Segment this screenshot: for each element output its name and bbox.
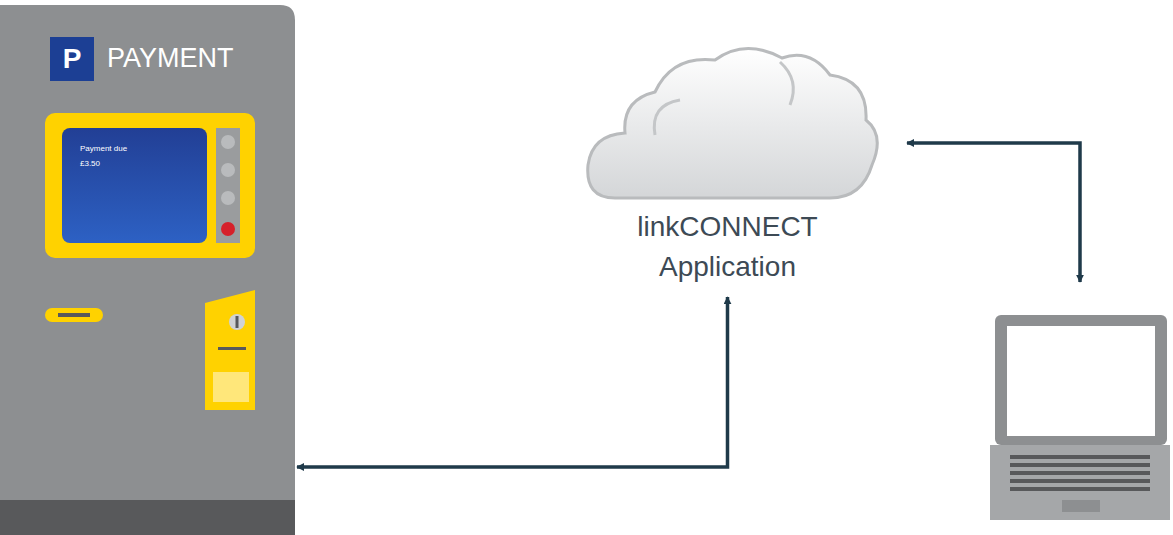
cloud-icon xyxy=(588,48,878,198)
machine-title: PAYMENT xyxy=(107,43,234,74)
screen-text: Payment due xyxy=(62,128,207,153)
badge-letter: P xyxy=(50,43,94,75)
payment-machine xyxy=(0,5,295,535)
connector-arrow xyxy=(297,297,728,467)
node-label: linkCONNECT Application xyxy=(628,207,828,287)
parking-badge: P xyxy=(50,37,94,81)
payment-screen: Payment due£3.50 xyxy=(62,128,207,243)
screen-amount: £3.50 xyxy=(62,153,207,168)
keyboard-keys xyxy=(1010,455,1150,491)
cloud-node: linkCONNECT Application xyxy=(600,50,855,295)
laptop-icon xyxy=(990,315,1170,520)
sync-arrow xyxy=(907,143,1080,282)
payment-machine-box: PAYMENT P Payment due£3.50 xyxy=(0,5,295,535)
